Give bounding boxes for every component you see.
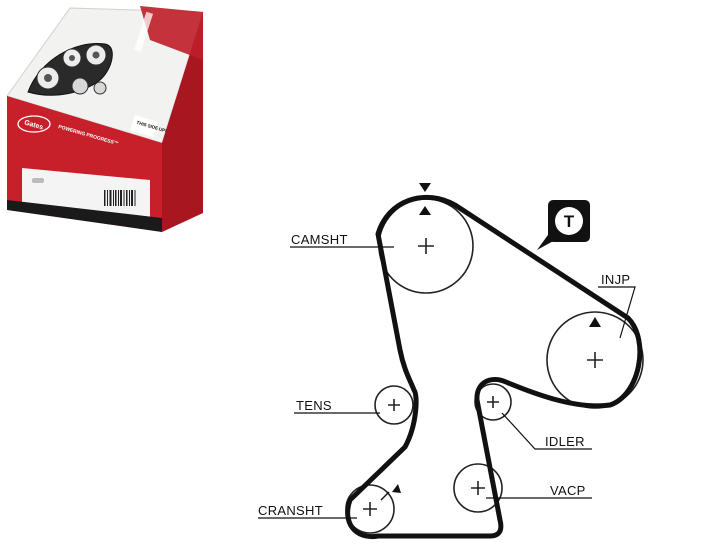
camshaft-label: CAMSHT: [291, 232, 348, 247]
injection-pump-mark: [589, 317, 601, 327]
idler-leader: [501, 412, 592, 450]
box-side-face: [162, 12, 203, 232]
barcode: [104, 190, 136, 206]
tensioner-pulley: [374, 385, 414, 425]
gates-box: Gates POWERING PROGRESS™ THIS SIDE UP!: [6, 6, 204, 232]
injection-pump-leader: [598, 286, 636, 339]
camshaft-mark-outer: [419, 183, 431, 192]
injection-pump-label: INJP: [601, 272, 630, 287]
crankshaft-mark: [392, 484, 401, 493]
idler-label: IDLER: [545, 434, 585, 449]
water-pump-pulley: [453, 463, 503, 513]
crankshaft-label: CRANSHT: [258, 503, 323, 518]
timing-marker-callout: T: [537, 200, 590, 250]
belt-kit-illustration: [27, 42, 113, 96]
timing-belt: [345, 194, 643, 540]
water-pump-label: VACP: [550, 483, 586, 498]
timing-belt-diagram: T CAMSHT INJP TENS IDLER VACP CRANSHT: [258, 183, 644, 540]
camshaft-mark-inner: [419, 206, 431, 215]
timing-marker-label: T: [564, 212, 575, 231]
tensioner-label: TENS: [296, 398, 332, 413]
